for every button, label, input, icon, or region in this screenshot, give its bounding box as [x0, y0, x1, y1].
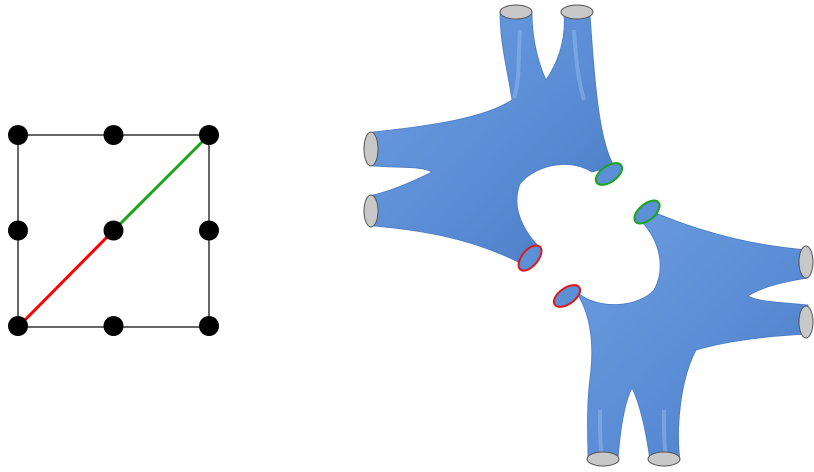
boundary-green-upper	[594, 162, 624, 186]
grid-panel	[8, 125, 219, 336]
cap-right-upper	[798, 245, 814, 279]
boundary-red-upper	[517, 244, 543, 272]
cap-left-upper	[363, 131, 379, 167]
grid-dot-r1-c1	[8, 125, 28, 145]
upper-highlight-right-leg	[572, 29, 586, 101]
grid-dot-r2-c3	[199, 220, 219, 241]
upper-highlight-left-leg	[512, 29, 522, 99]
grid-dot-r2-c1	[8, 220, 28, 241]
grid-dot-r3-c2	[103, 316, 124, 336]
grid-dots	[8, 125, 219, 336]
lower-highlight-left-leg	[598, 409, 604, 459]
surface-panel	[363, 4, 814, 467]
cap-left-lower	[363, 194, 379, 228]
grid-dot-r3-c1	[8, 316, 28, 336]
grid-dot-r1-c3	[199, 125, 219, 145]
boundary-red-lower	[552, 284, 582, 308]
upper-surface	[363, 4, 624, 272]
grid-dot-r3-c3	[199, 316, 219, 336]
grid-dot-r1-c2	[103, 125, 124, 145]
cap-bottom-left	[586, 451, 620, 467]
grid-dot-r2-c2	[103, 220, 124, 241]
lower-surface-body	[573, 213, 809, 461]
boundary-green-lower	[633, 199, 661, 225]
cap-bottom-right	[647, 451, 681, 467]
cap-right-lower	[798, 305, 814, 339]
diagonal-red-segment	[16, 229, 115, 329]
lower-surface	[552, 199, 814, 467]
diagonal-green-segment	[111, 133, 211, 233]
cap-top-right	[560, 4, 594, 20]
lower-highlight-right-leg	[662, 409, 668, 459]
upper-surface-body	[372, 11, 615, 263]
cap-top-left	[499, 4, 533, 20]
